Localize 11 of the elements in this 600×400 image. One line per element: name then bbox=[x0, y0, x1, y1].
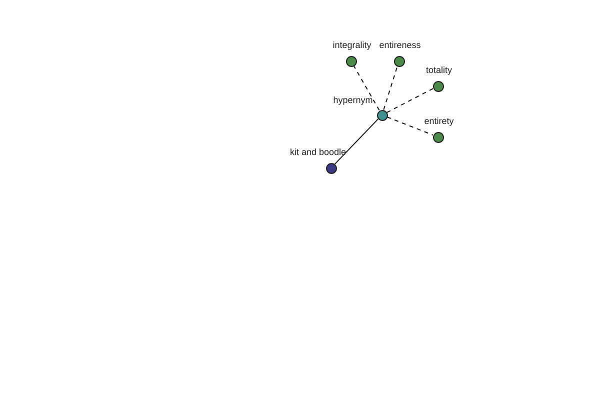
node-label: totality bbox=[426, 64, 452, 74]
connector-line bbox=[383, 66, 398, 110]
node-label: entireness bbox=[379, 40, 421, 50]
node-label: kit and boodle bbox=[290, 146, 346, 156]
connector-line bbox=[386, 116, 434, 136]
connector-line bbox=[334, 118, 379, 165]
connector-line bbox=[386, 88, 434, 113]
connector-line bbox=[353, 65, 380, 111]
node-label: integrality bbox=[332, 40, 372, 50]
node-label: entirety bbox=[424, 116, 454, 126]
node-label: hypernym bbox=[333, 94, 373, 104]
